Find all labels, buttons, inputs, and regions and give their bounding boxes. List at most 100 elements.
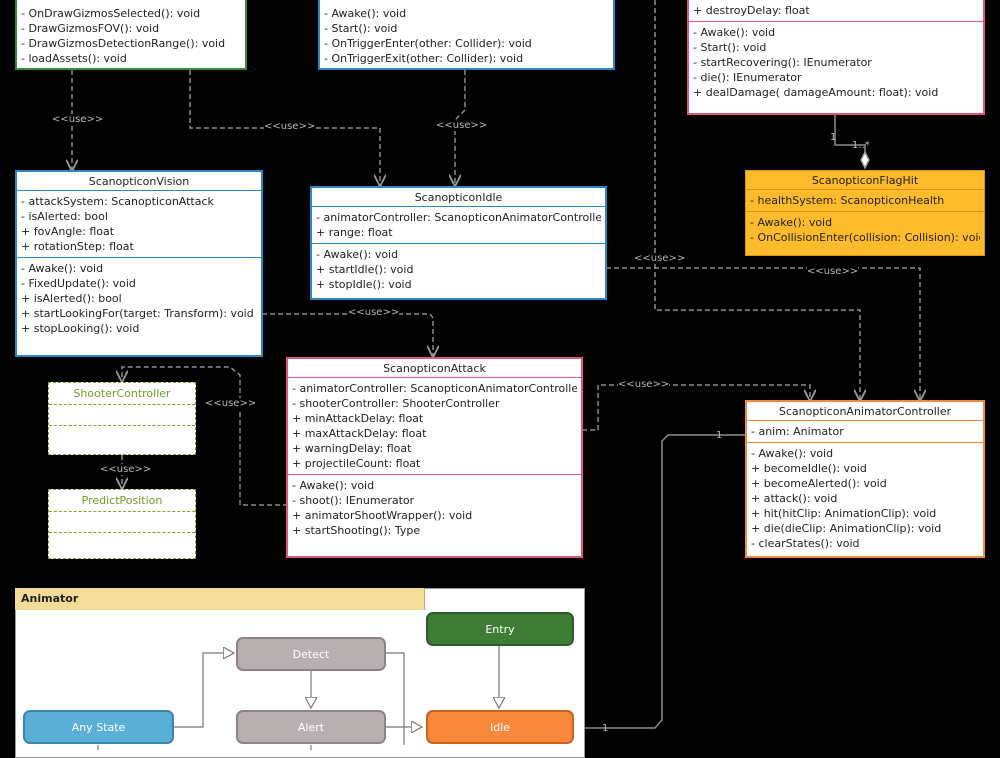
attack-class[interactable]: ScanopticonAttack - animatorController: … [286, 357, 583, 558]
use-label-7: <<use>> [618, 379, 670, 390]
gizmos-methods: - OnDrawGizmosSelected(): void - DrawGizm… [17, 0, 245, 69]
mult-health: 1 [830, 132, 837, 143]
member-row: - anim: Animator [751, 425, 844, 438]
use-label-9: <<use>> [807, 266, 859, 277]
health-class[interactable]: + destroyDelay: float - Awake(): void - S… [687, 0, 985, 115]
shooter-attributes [49, 405, 195, 426]
idle-title: ScanopticonIdle [312, 188, 605, 207]
animctrl-title: ScanopticonAnimatorController [747, 402, 983, 421]
member-row: + minAttackDelay: float [292, 412, 424, 425]
member-row: + hit(hitClip: AnimationClip): void [751, 507, 937, 520]
member-row: + animatorShootWrapper(): void [292, 509, 473, 522]
vision-methods: - Awake(): void - FixedUpdate(): void + is… [17, 258, 261, 339]
mult-flaghit: 1..* [852, 140, 870, 151]
shooter-class[interactable]: ShooterController [48, 382, 196, 455]
member-row: + dealDamage( damageAmount: float): void [693, 86, 939, 99]
member-row: - FixedUpdate(): void [21, 277, 136, 290]
member-row: + stopLooking(): void [21, 322, 140, 335]
state-idle[interactable]: Idle [426, 710, 574, 744]
attack-attributes: - animatorController: ScanopticonAnimato… [288, 378, 581, 475]
use-label-6: <<use>> [100, 464, 152, 475]
flaghit-class[interactable]: ScanopticonFlagHit - healthSystem: Scano… [745, 170, 985, 256]
animator-title: Animator [15, 588, 425, 610]
member-row: + startLookingFor(target: Transform): vo… [21, 307, 254, 320]
member-row: + rotationStep: float [21, 240, 134, 253]
mult-idlestate: 1 [602, 723, 609, 734]
attack-title: ScanopticonAttack [288, 359, 581, 378]
assoc-animctrl-idlestate [575, 434, 745, 729]
member-row: + destroyDelay: float [693, 4, 810, 17]
state-any[interactable]: Any State [23, 710, 174, 744]
member-row: - Awake(): void [21, 262, 104, 275]
gizmos-class[interactable]: - OnDrawGizmosSelected(): void - DrawGizm… [15, 0, 247, 70]
member-row: - Awake(): void [750, 216, 833, 229]
member-row: + range: float [316, 226, 393, 239]
use-label-4: <<use>> [348, 307, 400, 318]
shooter-title: ShooterController [49, 383, 195, 405]
mult-animctrl: 1 [716, 430, 723, 441]
member-row: + maxAttackDelay: float [292, 427, 427, 440]
use-label-1: <<use>> [52, 114, 104, 125]
member-row: - attackSystem: ScanopticonAttack [21, 195, 214, 208]
member-row: + stopIdle(): void [316, 278, 412, 291]
member-row: + fovAngle: float [21, 225, 115, 238]
predict-title: PredictPosition [49, 490, 195, 512]
vision-title: ScanopticonVision [17, 172, 261, 191]
trigger-class[interactable]: - Awake(): void- Start(): void- OnTrigge… [318, 0, 615, 70]
member-row: + isAlerted(): bool [21, 292, 122, 305]
member-row: - Awake(): void [292, 479, 375, 492]
member-row: - shoot(): IEnumerator [292, 494, 415, 507]
member-row: - isAlerted: bool [21, 210, 108, 223]
predict-class[interactable]: PredictPosition [48, 489, 196, 559]
member-row: - Awake(): void [316, 248, 399, 261]
member-row: - OnCollisionEnter(collision: Collision)… [750, 231, 980, 244]
animctrl-methods: - Awake(): void + becomeIdle(): void + bec… [747, 443, 983, 554]
animctrl-class[interactable]: ScanopticonAnimatorController - anim: An… [745, 400, 985, 558]
member-row: - shooterController: ShooterController [292, 397, 500, 410]
member-row: + attack(): void [751, 492, 838, 505]
member-row: - clearStates(): void [751, 537, 860, 550]
idle-attributes: - animatorController: ScanopticonAnimato… [312, 207, 605, 244]
member-row: - Awake(): void [693, 26, 776, 39]
member-row: - Start(): void [324, 22, 398, 35]
vision-class[interactable]: ScanopticonVision - attackSystem: Scanop… [15, 170, 263, 357]
member-row: + warningDelay: float [292, 442, 412, 455]
member-row: - die(): IEnumerator [693, 71, 802, 84]
state-detect[interactable]: Detect [236, 637, 386, 671]
dep-health-animctrl [654, 0, 860, 400]
member-row: + startShooting(): Type [292, 524, 421, 537]
member-row: - DrawGizmosDetectionRange(): void [21, 37, 226, 50]
member-row: - DrawGizmosFOV(): void [21, 22, 160, 35]
member-row: - animatorController: ScanopticonAnimato… [316, 211, 601, 224]
member-row: - startRecovering(): IEnumerator [693, 56, 872, 69]
attack-methods: - Awake(): void - shoot(): IEnumerator + a… [288, 475, 581, 541]
member-row: + becomeAlerted(): void [751, 477, 887, 490]
dep-attack-shooter [122, 366, 288, 506]
member-row: - OnDrawGizmosSelected(): void [21, 7, 201, 20]
member-row: - OnTriggerExit(other: Collider): void [324, 52, 524, 65]
member-row: - OnTriggerEnter(other: Collider): void [324, 37, 532, 50]
member-row: - Awake(): void [751, 447, 834, 460]
state-entry[interactable]: Entry [426, 612, 574, 646]
state-alert[interactable]: Alert [236, 710, 386, 744]
dep-attack-animctrl [582, 384, 810, 431]
health-methods: - Awake(): void - Start(): void - startRec… [689, 22, 983, 103]
predict-attributes [49, 512, 195, 533]
member-row: + die(dieClip: AnimationClip): void [751, 522, 942, 535]
dep-trigger-idle [455, 70, 466, 185]
flaghit-methods: - Awake(): void - OnCollisionEnter(collis… [746, 212, 984, 248]
member-row: + becomeIdle(): void [751, 462, 867, 475]
member-row: - Start(): void [693, 41, 767, 54]
trigger-methods: - Awake(): void- Start(): void- OnTrigge… [320, 0, 613, 69]
member-row: - loadAssets(): void [21, 52, 127, 65]
member-row: - animatorController: ScanopticonAnimato… [292, 382, 577, 395]
idle-class[interactable]: ScanopticonIdle - animatorController: Sc… [310, 186, 607, 300]
health-attributes: + destroyDelay: float [689, 0, 983, 22]
member-row: + projectileCount: float [292, 457, 421, 470]
flaghit-attributes: - healthSystem: ScanopticonHealth [746, 190, 984, 212]
member-row: - healthSystem: ScanopticonHealth [750, 194, 945, 207]
flaghit-title: ScanopticonFlagHit [746, 171, 984, 190]
animctrl-attributes: - anim: Animator [747, 421, 983, 443]
vision-attributes: - attackSystem: ScanopticonAttack - isAle… [17, 191, 261, 258]
